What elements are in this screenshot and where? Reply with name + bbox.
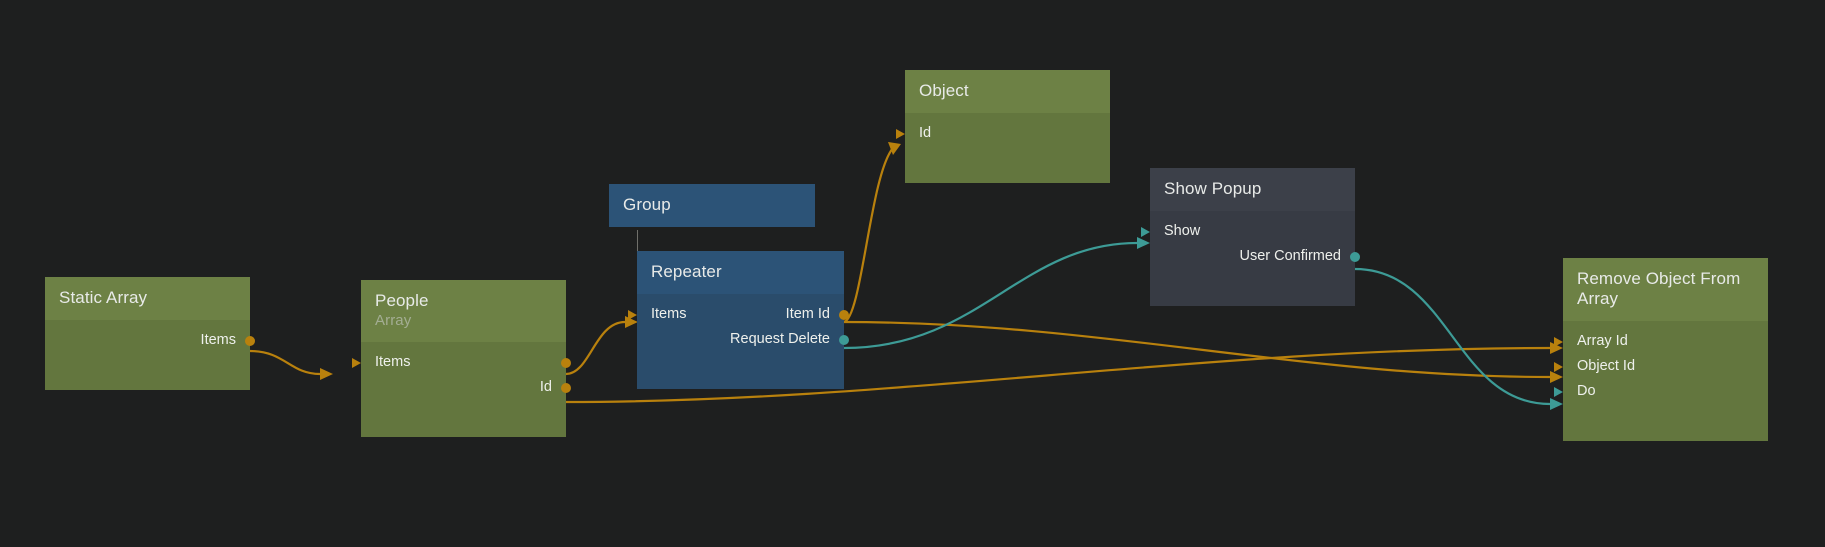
edge-repeater-item-id-to-object-id [843, 147, 894, 324]
port-label: Item Id [785, 306, 830, 323]
port-dot-orange[interactable] [245, 335, 255, 346]
port-row-id-in[interactable]: Id [896, 121, 1110, 146]
node-title: Static Array [45, 277, 250, 321]
edge-people-to-repeater [565, 320, 626, 376]
port-label: Object Id [1577, 358, 1636, 375]
port-row-items[interactable]: Items [352, 350, 571, 375]
port-arrow-orange[interactable] [628, 309, 637, 320]
port-arrow-teal[interactable] [1554, 386, 1563, 397]
port-label: User Confirmed [1239, 248, 1341, 265]
port-row-spacer [1150, 269, 1355, 294]
port-row-spacer [1563, 404, 1768, 429]
port-label: Request Delete [730, 331, 830, 348]
port-row-spacer [905, 146, 1110, 171]
node-people[interactable]: People Array Items Id [352, 280, 571, 438]
port-row-user-confirmed[interactable]: User Confirmed [1150, 244, 1360, 269]
port-label: Items [375, 354, 411, 371]
port-dot-orange[interactable] [839, 309, 849, 320]
node-body: Items Id [352, 342, 571, 438]
port-arrow-teal[interactable] [1141, 226, 1150, 237]
edge-arrowhead [1137, 237, 1150, 249]
node-title: People Array [361, 280, 566, 343]
node-body: Id [896, 113, 1110, 184]
port-row-spacer [45, 353, 250, 378]
port-arrow-orange[interactable] [1554, 336, 1563, 347]
node-group[interactable]: Group [609, 184, 815, 228]
port-dot-orange[interactable] [561, 357, 571, 368]
port-label: Items [200, 332, 236, 349]
node-static-array[interactable]: Static Array Items [45, 277, 255, 391]
port-row-items-out[interactable]: Items [45, 328, 255, 353]
port-dot-teal[interactable] [1350, 251, 1360, 262]
node-subtitle: Array [375, 312, 412, 330]
node-remove-object-from-array[interactable]: Remove Object From Array Array Id Object… [1554, 258, 1768, 442]
port-arrow-orange[interactable] [352, 357, 361, 368]
port-label: Items [651, 306, 687, 323]
node-title: Repeater [637, 251, 844, 295]
port-label: Array Id [1577, 333, 1628, 350]
node-title: Remove Object From Array [1563, 258, 1768, 322]
node-title: Show Popup [1150, 168, 1355, 212]
node-body: Items Item Id Request Delete [628, 294, 849, 390]
edge-arrowhead [1550, 398, 1563, 410]
port-row-spacer [361, 400, 566, 425]
port-row-request-delete[interactable]: Request Delete [637, 327, 849, 352]
node-title: Group [609, 184, 815, 228]
port-row-id-out[interactable]: Id [361, 375, 571, 400]
port-row-show[interactable]: Show [1141, 219, 1355, 244]
port-row-do[interactable]: Do [1554, 379, 1768, 404]
edge-request-delete-to-show [843, 241, 1138, 350]
port-dot-orange[interactable] [561, 382, 571, 393]
port-label: Id [539, 379, 552, 396]
port-label: Show [1164, 223, 1201, 240]
port-row-spacer [637, 352, 844, 377]
node-repeater[interactable]: Repeater Items Item Id Request Delete [628, 251, 849, 390]
port-arrow-orange[interactable] [896, 128, 905, 139]
edge-arrowhead [888, 142, 901, 155]
port-row-object-id[interactable]: Object Id [1554, 354, 1768, 379]
node-show-popup[interactable]: Show Popup Show User Confirmed [1141, 168, 1360, 307]
node-body: Show User Confirmed [1141, 211, 1360, 307]
port-dot-teal[interactable] [839, 334, 849, 345]
port-row-items-item-id[interactable]: Items Item Id [628, 302, 849, 327]
node-body: Items [45, 320, 255, 391]
port-label: Id [919, 125, 932, 142]
port-label: Do [1577, 383, 1596, 400]
edge-repeater-item-id-to-remove-object-id [843, 320, 1551, 379]
port-arrow-orange[interactable] [1554, 361, 1563, 372]
node-body: Array Id Object Id Do [1554, 321, 1768, 442]
edge-static-array-to-people [249, 349, 321, 376]
edge-user-confirmed-to-do [1354, 267, 1551, 406]
port-row-array-id[interactable]: Array Id [1554, 329, 1768, 354]
node-title: Object [905, 70, 1110, 114]
edge-arrowhead [320, 368, 333, 380]
node-object[interactable]: Object Id [896, 70, 1110, 184]
edge-arrowhead [1550, 371, 1563, 383]
